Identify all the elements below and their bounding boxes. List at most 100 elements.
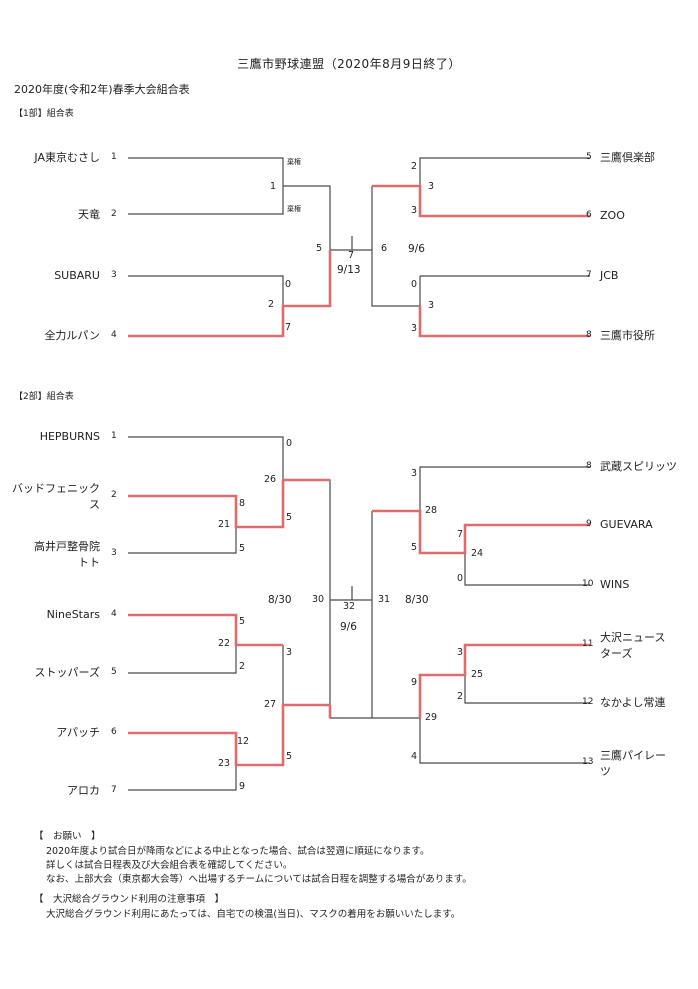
d1-team-2-seed: 2 xyxy=(111,209,117,219)
d1-score-5: 2 xyxy=(411,161,418,172)
d2-right-date: 8/30 xyxy=(405,594,429,606)
division2-heading: 【2部】組合表 xyxy=(14,392,74,402)
d2-game-31: 31 xyxy=(378,594,391,605)
d2-score-6: 12 xyxy=(237,736,250,747)
tournament-subtitle: 2020年度(令和2年)春季大会組合表 xyxy=(14,83,190,96)
d2-team-13-name-b: ツ xyxy=(600,765,611,778)
d2-score-7: 9 xyxy=(239,781,246,792)
d1-team-1-name: JA東京むさし xyxy=(34,151,100,164)
d2-team-11-name-b: ターズ xyxy=(600,647,633,660)
d2-team-12-seed: 12 xyxy=(582,697,594,707)
d2-team-9-name: GUEVARA xyxy=(600,518,653,531)
d2-team-5-name: ストッパーズ xyxy=(34,666,100,679)
d2-score-2: 8 xyxy=(239,498,246,509)
notes-line-2: 詳しくは試合日程表及び大会組合表を確認してください。 xyxy=(46,860,293,871)
d1-team-3-name: SUBARU xyxy=(54,269,100,282)
d1-team-3-seed: 3 xyxy=(111,270,117,280)
d2-team-2-seed: 2 xyxy=(111,490,117,500)
d1-game-7: 7 xyxy=(348,250,355,261)
d2-team-6-name: アパッチ xyxy=(56,726,100,739)
division1-heading: 【1部】組合表 xyxy=(14,109,74,119)
d1-game-6: 6 xyxy=(381,243,388,254)
d2-game-27: 27 xyxy=(264,699,277,710)
d1-team-8-seed: 8 xyxy=(586,330,592,340)
notes-line-4: 大沢総合グラウンド利用にあたっては、自宅での検温(当日)、マスクの着用をお願いい… xyxy=(46,909,461,920)
d1-game-5: 5 xyxy=(316,243,323,254)
d2-team-13-seed: 13 xyxy=(582,757,594,767)
d2-team-2-name-a: バッドフェニック xyxy=(12,482,100,495)
d2-left-date: 8/30 xyxy=(268,594,292,606)
d2-game-26: 26 xyxy=(264,474,277,485)
d2-game-24: 24 xyxy=(471,548,484,559)
d2-score-4: 5 xyxy=(239,616,246,627)
d2-game-30: 30 xyxy=(312,594,325,605)
d2-team-3-name-a: 高井戸整骨院 xyxy=(34,540,100,553)
d1-team-7-seed: 7 xyxy=(586,270,592,280)
d2-team-7-name: アロカ xyxy=(67,784,100,797)
d2-score-9: 7 xyxy=(457,529,464,540)
d2-final-date: 9/6 xyxy=(340,621,357,633)
d1-sf-right-top: 3 xyxy=(428,181,435,192)
d1-sf-right-bot: 3 xyxy=(428,300,435,311)
d1-team-5-name: 三鷹倶楽部 xyxy=(600,151,655,164)
d2-team-4-seed: 4 xyxy=(111,609,117,619)
d2-team-7-seed: 7 xyxy=(111,785,117,795)
d2-team-10-seed: 10 xyxy=(582,579,594,589)
d2-score-29a: 9 xyxy=(411,677,418,688)
d1-game-2: 2 xyxy=(268,299,275,310)
d2-game-25: 25 xyxy=(471,669,484,680)
d1-team-4-seed: 4 xyxy=(111,330,117,340)
d2-score-5: 2 xyxy=(239,661,246,672)
notes-heading-request: 【 お願い 】 xyxy=(34,831,101,842)
d1-team-7-name: JCB xyxy=(600,269,619,282)
d2-score-28b: 5 xyxy=(411,542,418,553)
d2-score-27a: 3 xyxy=(286,647,293,658)
d1-team-6-name: ZOO xyxy=(600,209,625,222)
d2-score-12: 2 xyxy=(457,691,464,702)
d2-game-21: 21 xyxy=(218,519,231,530)
d1-right-date: 9/6 xyxy=(408,243,425,255)
d2-team-3-name-b: トト xyxy=(78,556,100,569)
d2-team-3-seed: 3 xyxy=(111,548,117,558)
d2-score-27b: 5 xyxy=(286,751,293,762)
d2-game-29: 29 xyxy=(425,712,438,723)
d2-team-11-name-a: 大沢ニュース xyxy=(600,631,666,644)
d2-team-9-seed: 9 xyxy=(586,519,592,529)
d1-score-7: 0 xyxy=(411,279,418,290)
d1-team-1-seed: 1 xyxy=(111,152,117,162)
d2-team-4-name: NineStars xyxy=(46,608,100,621)
d1-score-8: 3 xyxy=(411,323,418,334)
d1-team-6-seed: 6 xyxy=(586,210,592,220)
notes-line-1: 2020年度より試合日が降雨などによる中止となった場合、試合は翌週に順延になりま… xyxy=(46,846,430,857)
d2-game-32: 32 xyxy=(343,601,356,612)
d1-score-3: 0 xyxy=(285,279,292,290)
d2-team-11-seed: 11 xyxy=(582,639,594,649)
d2-team-1-seed: 1 xyxy=(111,431,117,441)
d2-score-1: 0 xyxy=(286,438,293,449)
notes-heading-ground: 【 大沢総合グラウンド利用の注意事項 】 xyxy=(34,894,225,905)
d2-score-26b: 5 xyxy=(286,512,293,523)
d1-forfeit-label-2: 棄権 xyxy=(287,205,301,213)
d2-team-5-seed: 5 xyxy=(111,667,117,677)
d1-forfeit-label-1: 棄権 xyxy=(287,158,301,166)
d2-team-12-name: なかよし常連 xyxy=(600,696,666,709)
d2-team-1-name: HEPBURNS xyxy=(39,430,100,443)
d1-team-5-seed: 5 xyxy=(586,152,592,162)
d2-score-13: 4 xyxy=(411,751,418,762)
d2-team-6-seed: 6 xyxy=(111,727,117,737)
d2-team-8-seed: 8 xyxy=(586,461,592,471)
d2-score-3: 5 xyxy=(239,543,246,554)
d1-final-date: 9/13 xyxy=(337,264,361,276)
d2-score-8: 3 xyxy=(411,468,418,479)
d2-team-2-name-b: ス xyxy=(89,498,100,511)
page-title: 三鷹市野球連盟（2020年8月9日終了） xyxy=(237,57,461,71)
d2-team-8-name: 武蔵スピリッツ xyxy=(600,460,677,473)
d1-team-8-name: 三鷹市役所 xyxy=(600,329,655,342)
d1-score-6: 3 xyxy=(411,205,418,216)
d2-score-11: 3 xyxy=(457,647,464,658)
d2-score-10: 0 xyxy=(457,573,464,584)
d1-score-4: 7 xyxy=(285,322,292,333)
d1-team-4-name: 全力ルパン xyxy=(44,329,100,342)
d2-game-28: 28 xyxy=(425,505,438,516)
